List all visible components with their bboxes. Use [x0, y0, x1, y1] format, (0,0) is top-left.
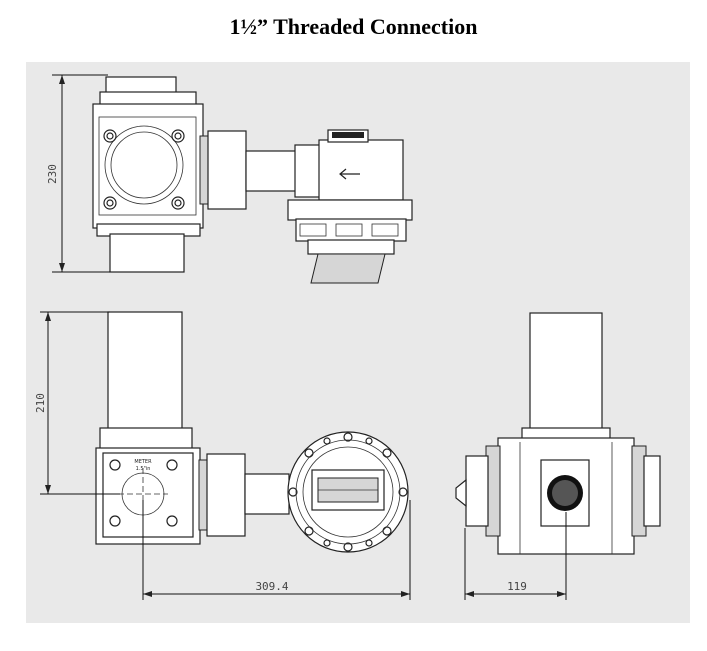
nameplate-line1: METER: [134, 459, 152, 465]
dimension-210-label: 210: [34, 393, 47, 413]
top-right-regulator: [287, 129, 413, 284]
dimension-309-4: [142, 500, 411, 600]
dimension-230-label: 230: [46, 164, 59, 184]
bolt-circle: [288, 432, 408, 552]
dimension-210: [40, 311, 120, 495]
front-left-housing: METER 1.5"in: [95, 311, 201, 545]
dimension-309-4-label: 309.4: [255, 580, 288, 593]
nameplate-line2: 1.5"in: [136, 466, 151, 472]
front-right-round-regulator: [287, 431, 409, 553]
front-pipe-connection: [198, 453, 290, 537]
dimension-119: [464, 512, 567, 600]
top-left-housing: [92, 76, 204, 273]
dimension-230: [52, 74, 110, 273]
side-view-regulator: [455, 312, 661, 555]
page-title: 1½” Threaded Connection: [229, 14, 478, 39]
top-pipe-connection: [199, 130, 322, 210]
dimension-119-label: 119: [507, 580, 527, 593]
